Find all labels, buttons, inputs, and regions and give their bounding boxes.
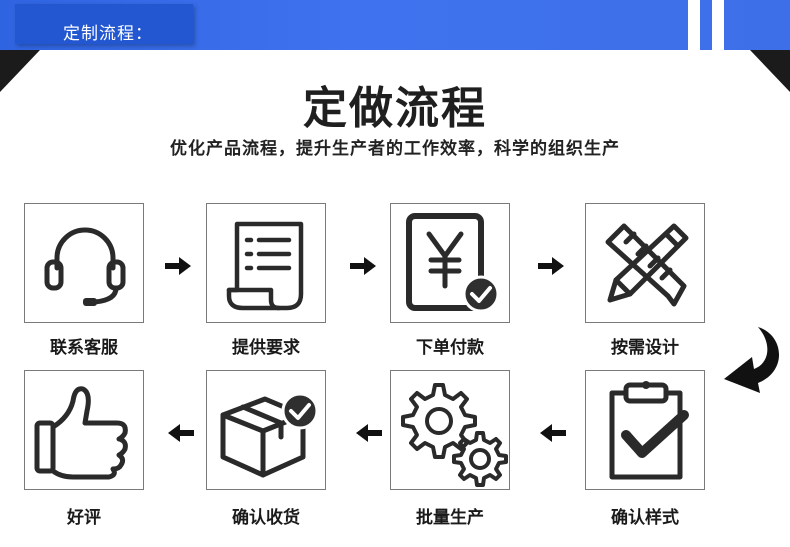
step-box-design xyxy=(585,203,705,323)
arrow-left-icon xyxy=(168,424,194,442)
header-tab: 定制流程： xyxy=(15,4,193,44)
step-box-production xyxy=(390,370,510,490)
curved-arrow-icon xyxy=(724,327,780,393)
banner-stripe xyxy=(688,0,700,50)
dark-corner-right xyxy=(750,50,790,92)
header-banner: 定制流程： xyxy=(0,0,790,50)
step-label: 确认样式 xyxy=(611,508,679,528)
clipboard-check-icon xyxy=(609,381,689,480)
box-check-icon xyxy=(220,392,319,478)
document-list-icon xyxy=(226,221,304,311)
step-box-confirm-style xyxy=(585,370,705,490)
step-label: 批量生产 xyxy=(416,508,484,528)
banner-stripe xyxy=(712,0,724,50)
thumbs-up-icon xyxy=(34,386,128,480)
step-label: 联系客服 xyxy=(50,338,118,358)
step-label: 提供要求 xyxy=(232,338,300,358)
arrow-right-icon xyxy=(165,257,191,275)
header-tab-label: 定制流程： xyxy=(63,24,153,44)
step-label: 确认收货 xyxy=(232,508,300,528)
gears-icon xyxy=(401,383,508,487)
step-label: 好评 xyxy=(67,508,101,528)
arrow-left-icon xyxy=(356,424,382,442)
step-label: 下单付款 xyxy=(416,338,484,358)
page-title: 定做流程 xyxy=(303,83,487,134)
step-box-requirements xyxy=(206,203,326,323)
step-box-review xyxy=(24,370,144,490)
dark-corner-left xyxy=(0,50,40,92)
page-subtitle: 优化产品流程，提升生产者的工作效率，科学的组织生产 xyxy=(170,139,620,159)
step-label: 按需设计 xyxy=(611,338,679,358)
yen-payment-icon xyxy=(406,213,500,313)
pencil-ruler-icon xyxy=(605,223,689,307)
arrow-right-icon xyxy=(350,257,376,275)
arrow-right-icon xyxy=(538,257,564,275)
arrow-left-icon xyxy=(540,424,566,442)
step-box-payment xyxy=(390,203,510,323)
step-box-receipt xyxy=(206,370,326,490)
step-box-contact xyxy=(24,203,144,323)
headset-icon xyxy=(44,227,126,306)
